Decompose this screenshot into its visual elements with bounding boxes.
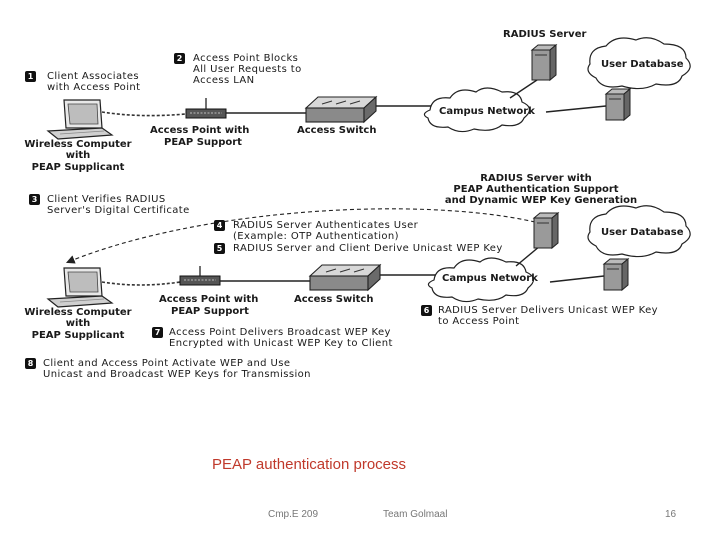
campus-network-cloud-top xyxy=(423,87,531,133)
access-switch-icon-bottom xyxy=(308,263,382,292)
client-label-bottom-2: with xyxy=(65,318,91,329)
step-6-badge: 6 xyxy=(421,305,432,316)
client-label-top-1: Wireless Computer xyxy=(24,139,132,150)
wireless-link-bottom xyxy=(101,281,181,286)
radius-server-label-bottom-3: and Dynamic WEP Key Generation xyxy=(444,195,638,206)
user-database-label-top: User Database xyxy=(601,59,684,70)
campus-network-label-bottom: Campus Network xyxy=(442,273,538,284)
access-point-label-top-1: Access Point with xyxy=(150,125,250,136)
step-1-line-2: with Access Point xyxy=(47,82,141,93)
step-2-line-3: Access LAN xyxy=(193,75,255,86)
step-1-badge: 1 xyxy=(25,71,36,82)
footer-course: Cmp.E 209 xyxy=(268,509,319,520)
user-database-cloud-top xyxy=(587,37,691,90)
client-label-top-3: PEAP Supplicant xyxy=(31,162,125,173)
wireless-link-top xyxy=(101,111,187,117)
access-point-label-bottom-2: PEAP Support xyxy=(171,306,249,317)
step-4-line-1: RADIUS Server Authenticates User xyxy=(233,220,419,231)
wireless-laptop-icon-bottom xyxy=(46,267,114,308)
figure-caption: PEAP authentication process xyxy=(212,456,407,473)
radius-server-label-bottom-2: PEAP Authentication Support xyxy=(453,184,619,195)
step-3-line-1: Client Verifies RADIUS xyxy=(47,194,166,205)
radius-server-label-bottom-1: RADIUS Server with xyxy=(480,173,592,184)
client-label-top-2: with xyxy=(65,150,91,161)
access-point-icon-top xyxy=(185,98,227,119)
step-3-line-2: Server's Digital Certificate xyxy=(47,205,190,216)
step-5-line-1: RADIUS Server and Client Derive Unicast … xyxy=(233,243,503,254)
step-5-badge: 5 xyxy=(214,243,225,254)
access-switch-icon-top xyxy=(304,95,378,124)
step-7-line-2: Encrypted with Unicast WEP Key to Client xyxy=(169,338,393,349)
step-1-line-1: Client Associates xyxy=(47,71,139,82)
step-6-line-2: to Access Point xyxy=(438,316,520,327)
campus-network-label-top: Campus Network xyxy=(439,106,535,117)
database-server-icon-bottom xyxy=(602,257,630,292)
step-8-line-1: Client and Access Point Activate WEP and… xyxy=(43,358,291,369)
step-7-badge: 7 xyxy=(152,327,163,338)
access-point-label-bottom-1: Access Point with xyxy=(159,294,259,305)
user-database-cloud-bottom xyxy=(587,205,691,258)
access-switch-label-bottom: Access Switch xyxy=(294,294,374,305)
step-4-line-2: (Example: OTP Authentication) xyxy=(233,231,399,242)
radius-server-icon-top xyxy=(530,43,558,82)
step-2-line-1: Access Point Blocks xyxy=(193,53,299,64)
radius-server-icon-bottom xyxy=(532,211,560,250)
database-server-icon-top xyxy=(604,87,632,122)
campus-radius-link-bottom xyxy=(515,245,541,267)
step-8-badge: 8 xyxy=(25,358,36,369)
campus-db-link-top xyxy=(545,105,607,113)
step-4-badge: 4 xyxy=(214,220,225,231)
access-point-icon-bottom xyxy=(179,266,221,286)
radius-server-label-top: RADIUS Server xyxy=(503,29,587,40)
footer-team: Team Golmaal xyxy=(383,509,448,520)
step-6-line-1: RADIUS Server Delivers Unicast WEP Key xyxy=(438,305,658,316)
page-number: 16 xyxy=(665,509,677,520)
step-2-line-2: All User Requests to xyxy=(193,64,302,75)
client-label-bottom-3: PEAP Supplicant xyxy=(31,330,125,341)
step-8-line-2: Unicast and Broadcast WEP Keys for Trans… xyxy=(43,369,311,380)
client-label-bottom-1: Wireless Computer xyxy=(24,307,132,318)
campus-db-link-bottom xyxy=(549,275,605,283)
step-7-line-1: Access Point Delivers Broadcast WEP Key xyxy=(169,327,391,338)
wireless-laptop-icon-top xyxy=(46,99,114,140)
step-3-badge: 3 xyxy=(29,194,40,205)
campus-network-cloud-bottom xyxy=(427,257,535,303)
step-2-badge: 2 xyxy=(174,53,185,64)
campus-radius-link-top xyxy=(509,77,541,99)
access-switch-label-top: Access Switch xyxy=(297,125,377,136)
access-point-label-top-2: PEAP Support xyxy=(164,137,242,148)
user-database-label-bottom: User Database xyxy=(601,227,684,238)
